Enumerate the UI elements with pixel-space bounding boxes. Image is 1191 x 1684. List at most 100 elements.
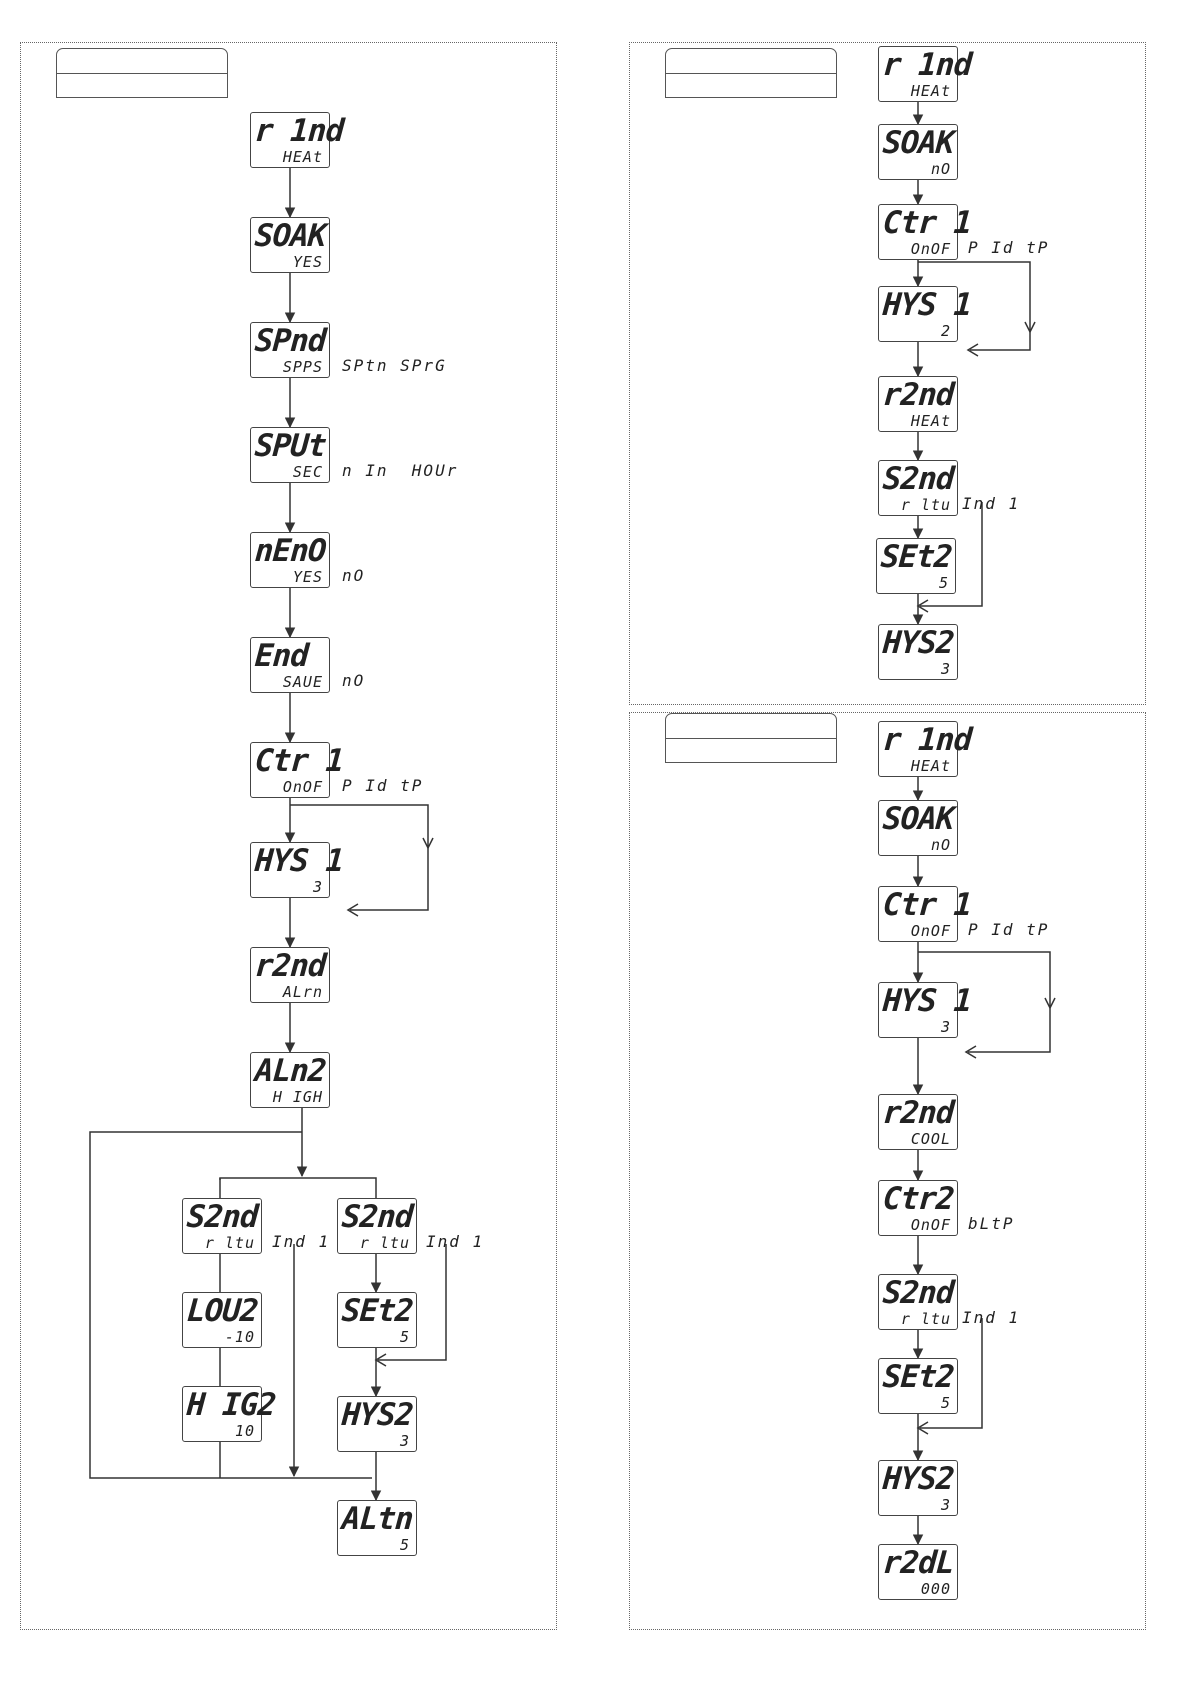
lcd-alm2: ALn2 H IGH bbox=[250, 1052, 330, 1108]
lcd-bottom-text: OnOF bbox=[910, 240, 951, 258]
lcd-top-text: HYS 1 bbox=[881, 287, 973, 323]
lcd-bottom-text: OnOF bbox=[282, 778, 323, 796]
lcd-top-text: SEt2 bbox=[879, 539, 953, 575]
lcd-soak: SOAK YES bbox=[250, 217, 330, 273]
lcd-top-text: H IG2 bbox=[185, 1387, 277, 1423]
lcd-bottom-text: OnOF bbox=[910, 1216, 951, 1234]
lcd-hys2: HYS2 3 bbox=[878, 624, 958, 680]
lcd-bottom-text: 3 bbox=[940, 1496, 951, 1514]
lcd-top-text: HYS2 bbox=[881, 625, 955, 661]
lcd-soak: SOAK nO bbox=[878, 124, 958, 180]
lcd-top-text: ALtn bbox=[340, 1501, 414, 1537]
lcd-top-text: SOAK bbox=[881, 801, 955, 837]
lcd-r2nd: r2nd COOL bbox=[878, 1094, 958, 1150]
lcd-bottom-text: HEAt bbox=[910, 82, 951, 100]
lcd-r2dl: r2dL 000 bbox=[878, 1544, 958, 1600]
lcd-hig2: H IG2 10 bbox=[182, 1386, 277, 1442]
lcd-top-text: nEnO bbox=[253, 533, 327, 569]
lcd-top-text: S2nd bbox=[881, 1275, 955, 1311]
lcd-bottom-text: 5 bbox=[399, 1328, 410, 1346]
lcd-bottom-text: SEC bbox=[292, 463, 323, 481]
lcd-bottom-text: r ltu bbox=[204, 1234, 255, 1252]
lcd-set2: SEt2 5 bbox=[337, 1292, 417, 1348]
lcd-bottom-text: 5 bbox=[399, 1536, 410, 1554]
lcd-ctr1: Ctr 1 OnOF bbox=[878, 204, 973, 260]
lcd-bottom-text: YES bbox=[292, 253, 323, 271]
lcd-top-text: r 1nd bbox=[881, 47, 973, 83]
lcd-top-text: Ctr 1 bbox=[881, 887, 973, 923]
lcd-bottom-text: 3 bbox=[399, 1432, 410, 1450]
lcd-top-text: End bbox=[253, 638, 310, 674]
panel-c-label-tab bbox=[665, 713, 837, 763]
lcd-low2: LOU2 -10 bbox=[182, 1292, 262, 1348]
lcd-top-text: r 1nd bbox=[253, 113, 345, 149]
s2nd-options: Ind 1 bbox=[962, 1308, 1021, 1327]
lcd-top-text: LOU2 bbox=[185, 1293, 259, 1329]
lcd-hys1: HYS 1 2 bbox=[878, 286, 973, 342]
lcd-r2nd: r2nd ALrn bbox=[250, 947, 330, 1003]
lcd-top-text: r 1nd bbox=[881, 722, 973, 758]
panel-heat-heat bbox=[629, 42, 1146, 705]
lcd-hys1: HYS 1 3 bbox=[250, 842, 345, 898]
ctr1-options: P Id tP bbox=[342, 776, 424, 795]
lcd-spnd: SPnd SPPS bbox=[250, 322, 330, 378]
lcd-top-text: ALn2 bbox=[253, 1053, 327, 1089]
lcd-top-text: SEt2 bbox=[881, 1359, 955, 1395]
lcd-r2nd: r2nd HEAt bbox=[878, 376, 958, 432]
lcd-bottom-text: 3 bbox=[940, 660, 951, 678]
lcd-end: End SAUE bbox=[250, 637, 330, 693]
lcd-bottom-text: ALrn bbox=[282, 983, 323, 1001]
sput-options: n In HOUr bbox=[342, 461, 459, 480]
lcd-sput: SPUt SEC bbox=[250, 427, 330, 483]
lcd-top-text: S2nd bbox=[340, 1199, 414, 1235]
s2nd-options: Ind 1 bbox=[962, 494, 1021, 513]
lcd-top-text: SPnd bbox=[253, 323, 327, 359]
lcd-bottom-text: 000 bbox=[920, 1580, 951, 1598]
lcd-ctr1: Ctr 1 OnOF bbox=[878, 886, 973, 942]
lcd-bottom-text: nO bbox=[930, 160, 951, 178]
lcd-altm: ALtn 5 bbox=[337, 1500, 417, 1556]
lcd-hys1: HYS 1 3 bbox=[878, 982, 973, 1038]
lcd-bottom-text: r ltu bbox=[900, 1310, 951, 1328]
lcd-top-text: r2nd bbox=[881, 1095, 955, 1131]
lcd-top-text: r2nd bbox=[253, 948, 327, 984]
lcd-bottom-text: -10 bbox=[224, 1328, 255, 1346]
lcd-bottom-text: H IGH bbox=[272, 1088, 323, 1106]
lcd-r1nd: r 1nd HEAt bbox=[878, 46, 973, 102]
lcd-bottom-text: 3 bbox=[312, 878, 323, 896]
lcd-set2: SEt2 5 bbox=[878, 1358, 958, 1414]
lcd-bottom-text: OnOF bbox=[910, 922, 951, 940]
lcd-soak: SOAK nO bbox=[878, 800, 958, 856]
lcd-top-text: Ctr 1 bbox=[253, 743, 345, 779]
lcd-bottom-text: SAUE bbox=[282, 673, 323, 691]
ctr1-options: P Id tP bbox=[968, 238, 1050, 257]
lcd-top-text: Ctr 1 bbox=[881, 205, 973, 241]
lcd-s2nd: S2nd r ltu bbox=[878, 1274, 958, 1330]
lcd-bottom-text: HEAt bbox=[910, 757, 951, 775]
lcd-top-text: SPUt bbox=[253, 428, 327, 464]
lcd-ctr2: Ctr2 OnOF bbox=[878, 1180, 958, 1236]
lcd-top-text: HYS 1 bbox=[881, 983, 973, 1019]
spnd-options: SPtn SPrG bbox=[342, 356, 447, 375]
lcd-hys2: HYS2 3 bbox=[337, 1396, 417, 1452]
lcd-s2nd: S2nd r ltu bbox=[878, 460, 958, 516]
panel-b-label-tab bbox=[665, 48, 837, 98]
s2nd-right-options: Ind 1 bbox=[426, 1232, 485, 1251]
lcd-bottom-text: YES bbox=[292, 568, 323, 586]
lcd-top-text: HYS2 bbox=[340, 1397, 414, 1433]
lcd-r1nd: r 1nd HEAt bbox=[878, 721, 973, 777]
lcd-top-text: Ctr2 bbox=[881, 1181, 955, 1217]
lcd-top-text: r2nd bbox=[881, 377, 955, 413]
lcd-top-text: SOAK bbox=[881, 125, 955, 161]
lcd-bottom-text: 3 bbox=[940, 1018, 951, 1036]
panel-a-label-tab bbox=[56, 48, 228, 98]
lcd-set2: SEt2 5 bbox=[876, 538, 956, 594]
lcd-meno: nEnO YES bbox=[250, 532, 330, 588]
lcd-bottom-text: COOL bbox=[910, 1130, 951, 1148]
panel-heat-alarm bbox=[20, 42, 557, 1630]
lcd-top-text: r2dL bbox=[881, 1545, 955, 1581]
lcd-s2nd-left: S2nd r ltu bbox=[182, 1198, 262, 1254]
meno-options: nO bbox=[342, 566, 366, 585]
ctr2-options: bLtP bbox=[968, 1214, 1015, 1233]
